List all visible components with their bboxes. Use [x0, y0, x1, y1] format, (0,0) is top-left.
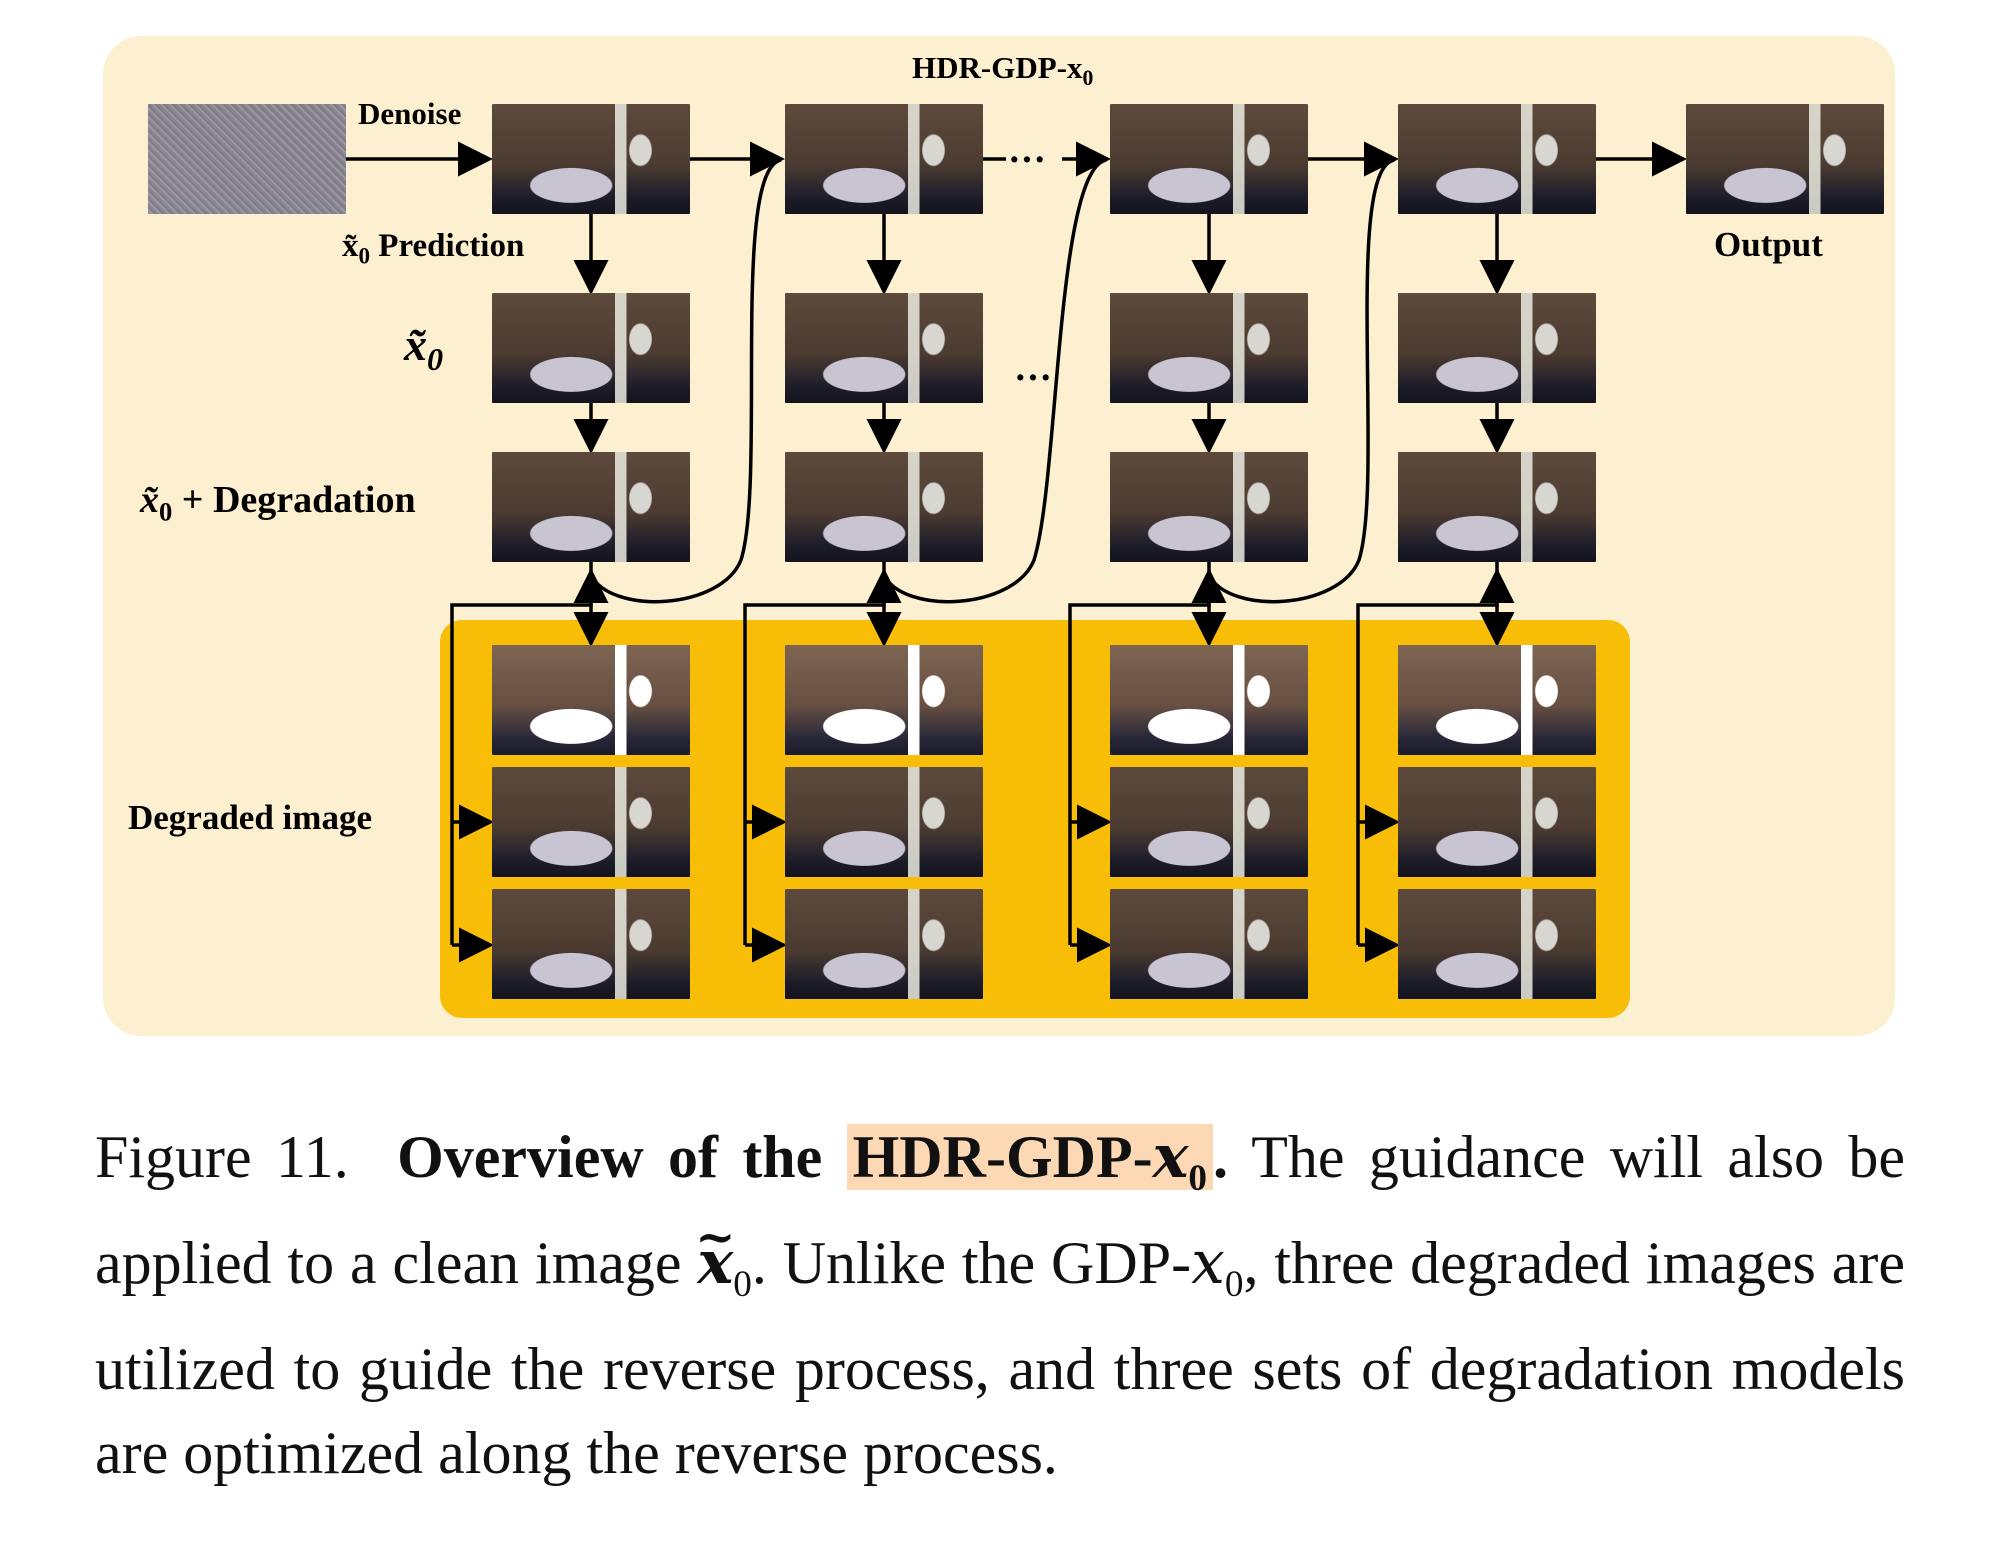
caption-var-2: x [1191, 1228, 1225, 1298]
denoised-image-step-1 [492, 104, 690, 214]
caption-title: Overview of the HDR-GDP-x0. [397, 1122, 1228, 1199]
denoised-image-step-3 [1110, 104, 1308, 214]
degraded-image-3-c [1110, 889, 1308, 999]
connector-19 [589, 158, 782, 604]
figure-caption: Figure 11. Overview of the HDR-GDP-x0. T… [95, 1115, 1905, 1495]
caption-var-1: x [697, 1221, 733, 1305]
degraded-image-2-c [785, 889, 983, 999]
diagram-title: HDR-GDP-x0 [912, 50, 1094, 91]
overview-figure: HDR-GDP-x0 Denoise x̃0 Prediction x̃0 x̃… [103, 36, 1895, 1036]
connector-28 [1068, 568, 1227, 945]
x0-prediction-image-4 [1398, 293, 1596, 403]
degraded-image-label: Degraded image [128, 798, 372, 837]
caption-text-2: . Unlike the GDP- [751, 1230, 1192, 1296]
degraded-image-4-c [1398, 889, 1596, 999]
x0-prediction-image-2 [785, 293, 983, 403]
degradation-label: x̃0 + Degradation [140, 479, 416, 527]
output-label: Output [1714, 225, 1823, 264]
degraded-image-4-b [1398, 767, 1596, 877]
connector-22 [450, 568, 609, 945]
output-image [1686, 104, 1884, 214]
figure-number: Figure 11. [95, 1124, 349, 1190]
x0-degradation-image-2 [785, 452, 983, 562]
connector-21 [1207, 158, 1395, 604]
caption-highlight: HDR-GDP-x0 [846, 1122, 1213, 1199]
x0-label: x̃0 [404, 319, 444, 378]
denoised-image-step-2 [785, 104, 983, 214]
denoised-image-step-4 [1398, 104, 1596, 214]
degraded-image-4-a [1398, 645, 1596, 755]
degraded-image-2-a [785, 645, 983, 755]
connector-25 [743, 568, 902, 945]
degraded-image-3-a [1110, 645, 1308, 755]
x0-degradation-image-1 [492, 452, 690, 562]
caption-text-1: The guidance will also be applied to a c… [95, 1124, 1906, 1296]
x0-degradation-image-4 [1398, 452, 1596, 562]
denoise-label: Denoise [358, 96, 462, 131]
x0-prediction-image-1 [492, 293, 690, 403]
degraded-image-2-b [785, 767, 983, 877]
x0-prediction-image-3 [1110, 293, 1308, 403]
degraded-image-1-a [492, 645, 690, 755]
connector-20 [882, 158, 1107, 604]
connector-31 [1356, 568, 1515, 945]
connector-layer [346, 141, 1687, 963]
prediction-label: x̃0 Prediction [342, 228, 525, 269]
ellipsis-middle: ··· [1014, 357, 1053, 399]
degraded-image-1-b [492, 767, 690, 877]
caption-text-3: , three degraded images are utilized to … [95, 1230, 1905, 1486]
degraded-image-3-b [1110, 767, 1308, 877]
ellipsis-top: ··· [1008, 139, 1047, 181]
degraded-image-1-c [492, 889, 690, 999]
noise-image [148, 104, 346, 214]
x0-degradation-image-3 [1110, 452, 1308, 562]
